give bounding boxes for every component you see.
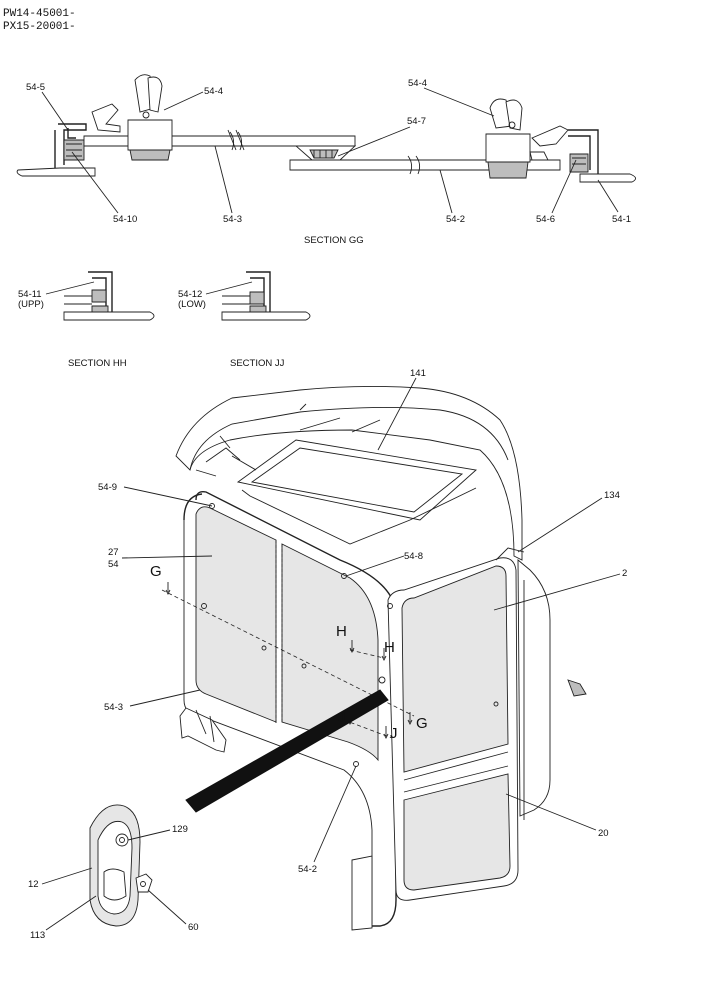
mirror-drawing xyxy=(89,804,153,927)
label-113: 113 xyxy=(30,930,45,941)
marker-g-left: G xyxy=(150,563,162,580)
label-134: 134 xyxy=(604,490,620,501)
label-54-11: 54-11 xyxy=(18,289,42,300)
label-54-1: 54-1 xyxy=(612,214,631,225)
marker-g-right: G xyxy=(416,715,428,732)
marker-h-right: H xyxy=(384,639,395,656)
cab-drawing xyxy=(161,385,587,931)
label-12: 12 xyxy=(28,879,39,890)
label-20: 20 xyxy=(598,828,609,839)
mirror-pointer-arrow xyxy=(185,689,389,813)
section-jj-title: SECTION JJ xyxy=(230,358,285,369)
marker-j-left: J xyxy=(338,709,346,726)
label-2: 2 xyxy=(622,568,627,579)
label-54-8: 54-8 xyxy=(404,551,423,562)
label-54-10: 54-10 xyxy=(113,214,137,225)
label-54-11-note: (UPP) xyxy=(18,299,44,310)
model-code-2: PX15-20001- xyxy=(3,21,76,33)
section-hh-drawing xyxy=(63,271,155,321)
label-54-6: 54-6 xyxy=(536,214,555,225)
section-hh-title: SECTION HH xyxy=(68,358,127,369)
label-141: 141 xyxy=(410,368,426,379)
label-54-9: 54-9 xyxy=(98,482,117,493)
label-54-4-right: 54-4 xyxy=(408,78,427,89)
label-54-2-cab: 54-2 xyxy=(298,864,317,875)
section-gg-drawing xyxy=(16,74,636,183)
label-129: 129 xyxy=(172,824,188,835)
label-54-5: 54-5 xyxy=(26,82,45,93)
label-54-3-cab: 54-3 xyxy=(104,702,123,713)
label-54-4-left: 54-4 xyxy=(204,86,223,97)
section-jj-drawing xyxy=(221,271,311,321)
label-54-7: 54-7 xyxy=(407,116,426,127)
label-54-3-top: 54-3 xyxy=(223,214,242,225)
label-54-2-top: 54-2 xyxy=(446,214,465,225)
label-54-12-note: (LOW) xyxy=(178,299,206,310)
section-gg-title: SECTION GG xyxy=(304,235,364,246)
label-54-12: 54-12 xyxy=(178,289,202,300)
label-54: 54 xyxy=(108,559,119,570)
label-60: 60 xyxy=(188,922,199,933)
marker-j-right: J xyxy=(390,725,398,742)
label-27: 27 xyxy=(108,547,119,558)
marker-h-left: H xyxy=(336,623,347,640)
model-code-1: PW14-45001- xyxy=(3,8,76,20)
